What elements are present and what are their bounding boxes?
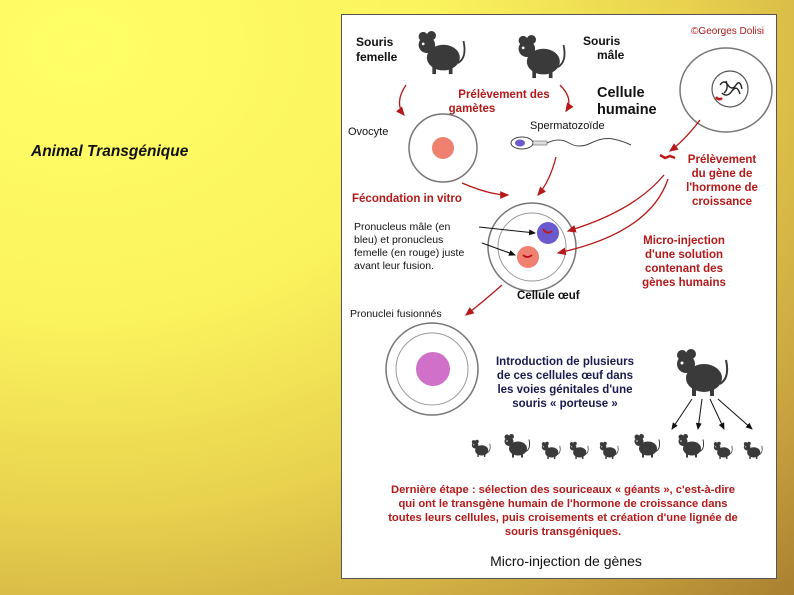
gene-mark-icon <box>715 96 723 101</box>
pronucleus-note-3: femelle (en rouge) juste <box>354 247 464 259</box>
introduction-label-4: souris « porteuse » <box>512 398 617 410</box>
introduction-label-1: Introduction de plusieurs <box>496 356 634 368</box>
pup-icon <box>471 439 491 458</box>
extracted-gene-icon <box>659 153 676 160</box>
giant-pup-icon <box>503 433 531 459</box>
micro-injection-label-2: d'une solution <box>645 249 723 261</box>
ovocyte-nucleus <box>432 137 454 159</box>
micro-injection-label-3: contenant des <box>645 263 723 275</box>
human-cell-label-1: Cellule <box>597 85 645 101</box>
pup-icon <box>541 441 561 460</box>
giant-pup-icon <box>633 433 661 459</box>
female-mouse-icon <box>417 30 466 76</box>
male-mouse-label-1: Souris <box>583 34 621 48</box>
gene-sampling-label-4: croissance <box>692 196 752 208</box>
female-mouse-label-1: Souris <box>356 35 394 49</box>
last-step-line-2: qui ont le transgène humain de l'hormone… <box>398 498 727 510</box>
diagram-caption: Micro-injection de gènes <box>490 553 642 569</box>
human-cell-nucleus <box>711 70 749 108</box>
copyright-label: ©Georges Dolisi <box>691 26 764 37</box>
last-step-line-4: souris transgéniques. <box>505 526 621 538</box>
transgenic-diagram: ©Georges Dolisi Souris femelle Souris mâ… <box>348 26 773 569</box>
pronucleus-note-1: Pronucleus mâle (en <box>354 221 450 233</box>
pup-icon <box>713 441 733 460</box>
fused-nucleus <box>416 352 450 386</box>
gamete-sampling-label-2: gamètes <box>449 103 496 115</box>
male-mouse-label-2: mâle <box>597 48 625 62</box>
male-mouse-icon <box>517 34 566 80</box>
sperm-nucleus <box>515 139 525 147</box>
spermatozoide-label: Spermatozoïde <box>530 120 605 132</box>
pup-icon <box>599 441 619 460</box>
pup-icon <box>569 441 589 460</box>
last-step-line-1: Dernière étape : sélection des souriceau… <box>391 484 735 496</box>
giant-pup-icon <box>677 433 705 459</box>
egg-cell-label: Cellule œuf <box>517 290 580 302</box>
micro-injection-label-1: Micro-injection <box>643 235 725 247</box>
gamete-sampling-label-1: Prélèvement des <box>458 89 549 101</box>
ovocyte-label: Ovocyte <box>348 126 388 138</box>
pronucleus-note-2: bleu) et pronucleus <box>354 234 443 246</box>
introduction-label-3: les voies génitales d'une <box>497 384 632 396</box>
gene-sampling-label-3: l'hormone de <box>686 182 758 194</box>
chromosomes-icon <box>719 80 743 96</box>
pup-icon <box>743 441 763 460</box>
surrogate-mouse-icon <box>675 347 729 398</box>
fecondation-label: Fécondation in vitro <box>352 193 462 205</box>
introduction-label-2: de ces cellules œuf dans <box>497 370 633 382</box>
micro-injection-label-4: gènes humains <box>642 277 726 289</box>
diagram-panel: ©Georges Dolisi Souris femelle Souris mâ… <box>341 14 777 579</box>
gene-sampling-label-1: Prélèvement <box>688 154 757 166</box>
pronucleus-note-4: avant leur fusion. <box>354 260 434 272</box>
female-mouse-label-2: femelle <box>356 50 398 64</box>
gene-sampling-label-2: du gène de <box>692 168 753 180</box>
last-step-line-3: toutes leurs cellules, puis croisements … <box>388 512 738 524</box>
slide-title: Animal Transgénique <box>31 143 189 160</box>
sperm-tail <box>546 138 632 147</box>
human-cell-label-2: humaine <box>597 102 657 118</box>
pronuclei-fused-label: Pronuclei fusionnés <box>350 308 442 320</box>
